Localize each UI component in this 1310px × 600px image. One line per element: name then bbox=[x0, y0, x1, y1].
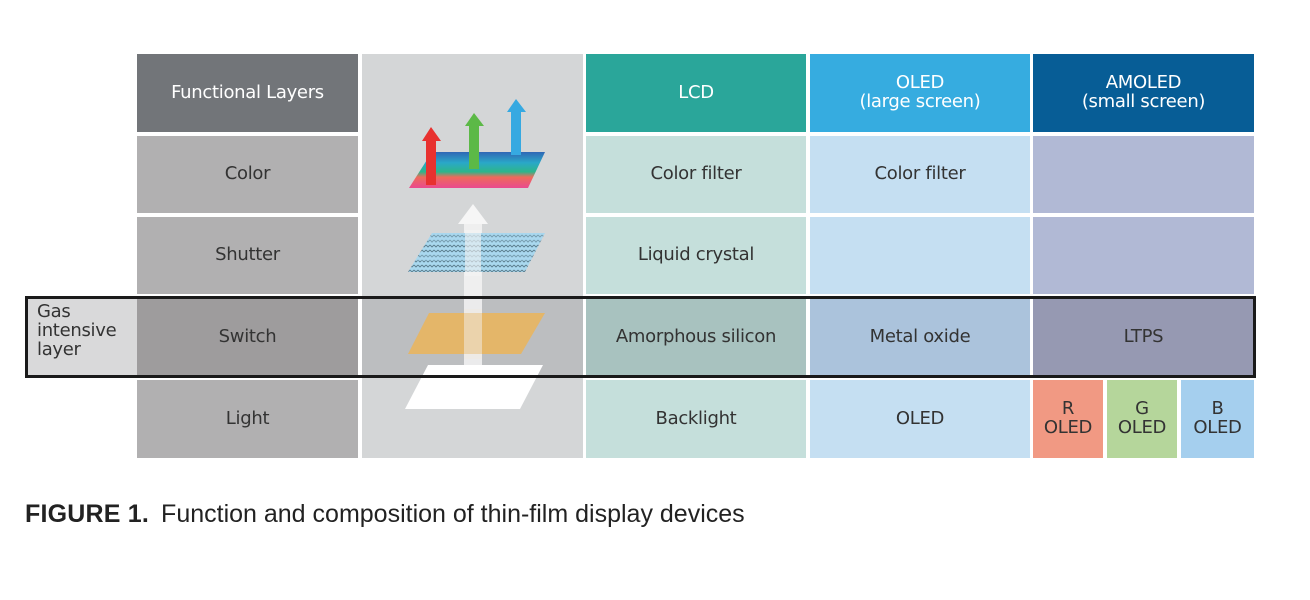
b-oled-line2: OLED bbox=[1193, 417, 1242, 438]
cell-amoled-color bbox=[1033, 136, 1254, 213]
header-amoled-line1: AMOLED bbox=[1105, 72, 1182, 94]
cell-amoled-shutter bbox=[1033, 217, 1254, 294]
illustration-column-header bbox=[362, 54, 583, 458]
row-label-shutter: Shutter bbox=[137, 217, 358, 294]
figure-caption-text: Function and composition of thin-film di… bbox=[161, 500, 745, 528]
header-oled-line1: OLED bbox=[895, 72, 945, 94]
cell-lcd-light-text: Backlight bbox=[655, 407, 737, 429]
gas-label-line2: intensive bbox=[37, 320, 117, 341]
row-label-light-text: Light bbox=[225, 407, 270, 429]
cell-amoled-switch: LTPS bbox=[1033, 298, 1254, 376]
cell-lcd-switch: Amorphous silicon bbox=[586, 298, 806, 376]
cell-amoled-light-g-oled: G OLED bbox=[1107, 380, 1177, 458]
row-label-switch: Switch bbox=[137, 298, 358, 376]
header-functional-layers-text: Functional Layers bbox=[171, 81, 324, 103]
cell-oled-light-text: OLED bbox=[895, 407, 945, 429]
cell-amoled-switch-text: LTPS bbox=[1123, 325, 1164, 347]
cell-lcd-shutter: Liquid crystal bbox=[586, 217, 806, 294]
cell-lcd-color: Color filter bbox=[586, 136, 806, 213]
header-amoled-line2: (small screen) bbox=[1081, 91, 1206, 112]
header-oled-line2: (large screen) bbox=[859, 91, 981, 112]
row-label-color-text: Color bbox=[224, 163, 271, 185]
gas-label-line3: layer bbox=[37, 339, 81, 360]
cell-lcd-light: Backlight bbox=[586, 380, 806, 458]
header-lcd: LCD bbox=[586, 54, 806, 132]
cell-oled-switch: Metal oxide bbox=[810, 298, 1030, 376]
cell-oled-switch-text: Metal oxide bbox=[869, 325, 971, 347]
illustration-switch-band bbox=[362, 298, 583, 376]
r-oled-line2: OLED bbox=[1043, 417, 1093, 438]
cell-amoled-light-b-oled: B OLED bbox=[1181, 380, 1254, 458]
figure-caption: FIGURE 1. Function and composition of thi… bbox=[25, 500, 745, 529]
cell-oled-shutter bbox=[810, 217, 1030, 294]
g-oled-line2: OLED bbox=[1117, 417, 1167, 438]
cell-oled-light: OLED bbox=[810, 380, 1030, 458]
b-oled-line1: B bbox=[1211, 398, 1224, 420]
row-label-shutter-text: Shutter bbox=[215, 244, 280, 266]
row-label-color: Color bbox=[137, 136, 358, 213]
row-label-light: Light bbox=[137, 380, 358, 458]
header-lcd-text: LCD bbox=[678, 81, 714, 103]
gas-label-line1: Gas bbox=[37, 301, 71, 322]
cell-lcd-shutter-text: Liquid crystal bbox=[637, 244, 755, 266]
row-label-switch-text: Switch bbox=[218, 325, 277, 347]
figure-label: FIGURE 1. bbox=[25, 500, 150, 528]
cell-oled-color-text: Color filter bbox=[874, 163, 966, 185]
cell-oled-color: Color filter bbox=[810, 136, 1030, 213]
header-functional-layers: Functional Layers bbox=[137, 54, 358, 132]
r-oled-line1: R bbox=[1061, 398, 1075, 420]
cell-amoled-light-r-oled: R OLED bbox=[1033, 380, 1103, 458]
header-amoled: AMOLED (small screen) bbox=[1033, 54, 1254, 132]
cell-lcd-switch-text: Amorphous silicon bbox=[615, 325, 777, 347]
g-oled-line1: G bbox=[1135, 398, 1149, 420]
header-oled: OLED (large screen) bbox=[810, 54, 1030, 132]
gas-intensive-layer-label: Gas intensive layer bbox=[27, 298, 137, 376]
cell-lcd-color-text: Color filter bbox=[650, 163, 742, 185]
